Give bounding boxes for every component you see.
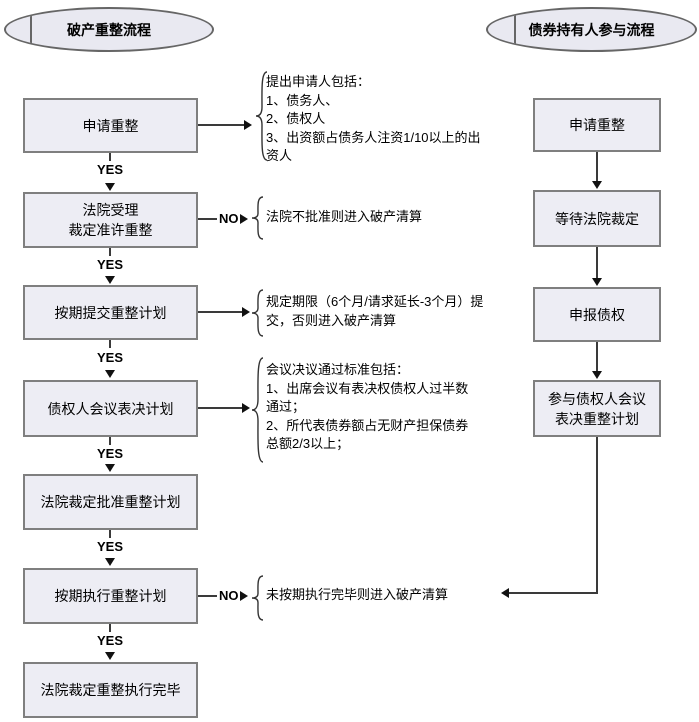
arrow-down-icon: [592, 371, 602, 379]
box-execute-plan-on-time: 按期执行重整计划: [23, 568, 198, 624]
connector-line: [109, 340, 111, 348]
box-label: 按期提交重整计划: [54, 304, 167, 321]
connector-line: [109, 530, 111, 538]
annotation-applicants: 提出申请人包括： 1、债务人、 2、债权人 3、出资额占债务人注资1/10以上的…: [266, 74, 481, 163]
box-label: 申请重整: [82, 117, 139, 134]
box-label: 申报债权: [569, 306, 625, 323]
brace-icon: [255, 71, 268, 161]
arrow-down-icon: [105, 652, 115, 660]
connector-line: [596, 342, 598, 371]
yes-label: YES: [88, 350, 132, 365]
yes-label: YES: [88, 633, 132, 648]
box-bondholder-apply-reorg: 申请重整: [533, 98, 661, 152]
arrow-right-icon: [242, 403, 250, 413]
connector-line: [596, 152, 598, 181]
box-label: 法院裁定重整执行完毕: [40, 682, 181, 698]
box-apply-reorganization: 申请重整: [23, 98, 198, 153]
arrow-down-icon: [592, 181, 602, 189]
connector-line: [109, 248, 111, 256]
box-participate-vote-plan: 参与债权人会议 表决重整计划: [533, 380, 661, 437]
ellipse-accent-line: [514, 9, 516, 50]
yes-label: YES: [88, 257, 132, 272]
box-label: 债权人会议表决计划: [47, 400, 174, 417]
brace-icon: [251, 289, 264, 337]
annotation-deadline: 规定期限（6个月/请求延长-3个月）提 交，否则进入破产清算: [266, 294, 484, 328]
connector-line: [596, 437, 598, 593]
ellipse-accent-line: [30, 9, 32, 50]
box-label: 法院受理 裁定准许重整: [68, 202, 153, 238]
brace-icon: [251, 575, 264, 621]
arrow-down-icon: [592, 278, 602, 286]
box-court-approves-plan: 法院裁定批准重整计划: [23, 474, 198, 530]
arrow-left-icon: [501, 588, 509, 598]
connector-line: [198, 124, 244, 126]
no-label: NO: [217, 588, 241, 603]
connector-line: [109, 624, 111, 632]
right-flow-title: 债券持有人参与流程: [528, 21, 655, 38]
brace-icon: [251, 357, 264, 463]
box-label: 参与债权人会议 表决重整计划: [548, 390, 646, 427]
box-wait-court-ruling: 等待法院裁定: [533, 190, 661, 247]
connector-line: [109, 437, 111, 445]
box-court-rules-execution-complete: 法院裁定重整执行完毕: [23, 662, 198, 718]
yes-label: YES: [88, 539, 132, 554]
box-label: 法院裁定批准重整计划: [40, 494, 181, 510]
yes-label: YES: [88, 162, 132, 177]
left-flow-title-ellipse: 破产重整流程: [4, 7, 214, 52]
connector-line: [198, 311, 242, 313]
right-flow-title-ellipse: 债券持有人参与流程: [486, 7, 697, 52]
box-label: 按期执行重整计划: [54, 588, 167, 604]
arrow-down-icon: [105, 464, 115, 472]
box-submit-plan-on-time: 按期提交重整计划: [23, 285, 198, 340]
arrow-right-icon: [242, 307, 250, 317]
arrow-right-icon: [240, 214, 248, 224]
box-creditors-meeting-vote: 债权人会议表决计划: [23, 380, 198, 437]
box-declare-claims: 申报债权: [533, 287, 661, 342]
annotation-court-rejects: 法院不批准则进入破产清算: [266, 209, 423, 224]
arrow-down-icon: [105, 183, 115, 191]
arrow-right-icon: [244, 120, 252, 130]
connector-line: [109, 153, 111, 161]
arrow-down-icon: [105, 558, 115, 566]
arrow-right-icon: [240, 591, 248, 601]
box-label: 申请重整: [569, 117, 625, 133]
yes-label: YES: [88, 446, 132, 461]
left-flow-title: 破产重整流程: [67, 21, 151, 38]
annotation-voting-standards: 会议决议通过标准包括： 1、出席会议有表决权债权人过半数 通过； 2、所代表债券…: [266, 362, 469, 451]
brace-icon: [251, 196, 264, 240]
annotation-not-executed: 未按期执行完毕则进入破产清算: [266, 587, 449, 602]
connector-line: [198, 407, 242, 409]
box-label: 等待法院裁定: [555, 210, 639, 227]
no-label: NO: [217, 211, 241, 226]
arrow-down-icon: [105, 276, 115, 284]
connector-line: [509, 592, 598, 594]
connector-line: [596, 247, 598, 278]
box-court-accepts-grants-reorg: 法院受理 裁定准许重整: [23, 192, 198, 248]
arrow-down-icon: [105, 370, 115, 378]
